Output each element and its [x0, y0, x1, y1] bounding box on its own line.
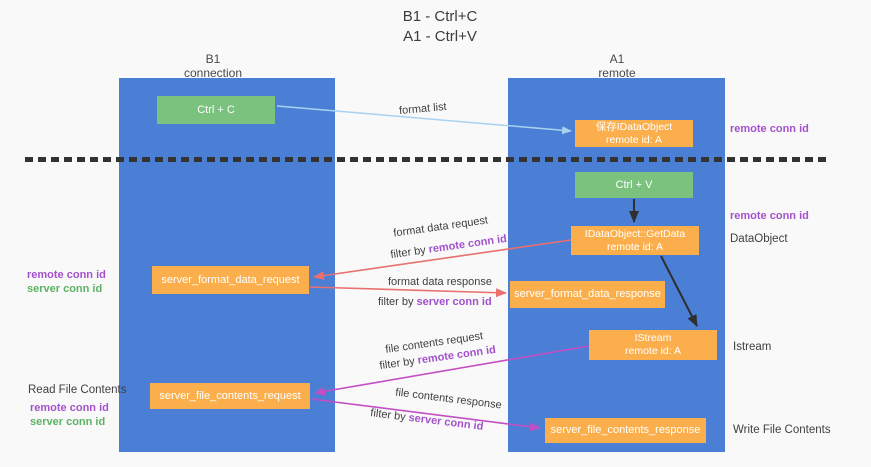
remote-conn-id-text: remote conn id: [30, 402, 109, 414]
diagram-title: B1 - Ctrl+C A1 - Ctrl+V: [330, 7, 550, 47]
annotation-read-file-contents: Read File Contents: [28, 384, 127, 396]
node-ctrl-c-label: Ctrl + C: [197, 103, 235, 116]
label-format-data-request: format data request: [392, 214, 489, 240]
node-istream-line2: remote id: A: [624, 345, 682, 357]
lifeline-b1-role: connection: [183, 66, 243, 80]
filter-by-text: filter by: [369, 407, 407, 424]
annotation-istream: Istream: [733, 341, 772, 353]
annotation-conn-ids-bottom-left: remote conn id server conn id: [30, 401, 109, 429]
lifeline-b1-name: B1: [205, 52, 221, 66]
annotation-write-file-contents: Write File Contents: [733, 424, 831, 436]
node-getdata-line1: IDataObject::GetData: [584, 227, 686, 240]
node-server-file-contents-response: server_file_contents_response: [545, 418, 706, 443]
node-server-file-contents-request: server_file_contents_request: [150, 383, 310, 409]
server-conn-id-text: server conn id: [27, 283, 103, 295]
label-format-list: format list: [398, 100, 448, 118]
lifeline-a1-role: remote: [598, 66, 636, 80]
node-save-idataobject-line2: remote id: A: [605, 133, 662, 146]
filter-by-text: filter by: [389, 244, 427, 262]
annotation-remote-conn-id-mid-right: remote conn id: [730, 210, 809, 222]
annotation-remote-conn-id-top-right: remote conn id: [730, 123, 809, 135]
server-conn-id-text: server conn id: [30, 416, 106, 428]
node-file-request-label: server_file_contents_request: [159, 389, 301, 402]
lifeline-header-a1: A1 remote: [557, 52, 677, 80]
node-file-response-label: server_file_contents_response: [550, 424, 701, 436]
remote-conn-id-text: remote conn id: [27, 269, 106, 281]
node-format-request-label: server_format_data_request: [161, 273, 300, 286]
lifeline-header-b1: B1 connection: [153, 52, 273, 80]
label-format-data-response: format data response: [388, 276, 492, 288]
node-server-format-data-request: server_format_data_request: [152, 266, 309, 294]
phase-separator-dashed-line: [25, 157, 831, 162]
node-idataobject-getdata: IDataObject::GetData remote id: A: [571, 226, 699, 255]
node-save-idataobject: 保存IDataObject remote id: A: [575, 120, 693, 147]
title-line-2: A1 - Ctrl+V: [403, 28, 477, 45]
filter-by-text: filter by: [378, 296, 414, 308]
node-ctrl-c: Ctrl + C: [157, 96, 275, 124]
remote-conn-id-text: remote conn id: [427, 232, 508, 256]
label-file-contents-response: file contents response: [394, 386, 503, 412]
server-conn-id-text: server conn id: [416, 296, 492, 308]
node-istream: IStream remote id: A: [589, 330, 717, 360]
server-conn-id-text: server conn id: [407, 411, 484, 433]
node-ctrl-v-label: Ctrl + V: [615, 178, 653, 191]
filter-by-text: filter by: [378, 355, 416, 373]
node-format-response-label: server_format_data_response: [514, 288, 661, 300]
node-server-format-data-response: server_format_data_response: [510, 281, 665, 308]
annotation-conn-ids-mid-left: remote conn id server conn id: [27, 268, 106, 296]
lifeline-a1-name: A1: [609, 52, 625, 66]
node-istream-line1: IStream: [634, 332, 672, 344]
annotation-dataobject: DataObject: [730, 233, 788, 245]
node-save-idataobject-line1: 保存IDataObject: [595, 120, 673, 133]
node-ctrl-v: Ctrl + V: [575, 172, 693, 198]
title-line-1: B1 - Ctrl+C: [402, 8, 478, 25]
node-getdata-line2: remote id: A: [606, 240, 663, 253]
